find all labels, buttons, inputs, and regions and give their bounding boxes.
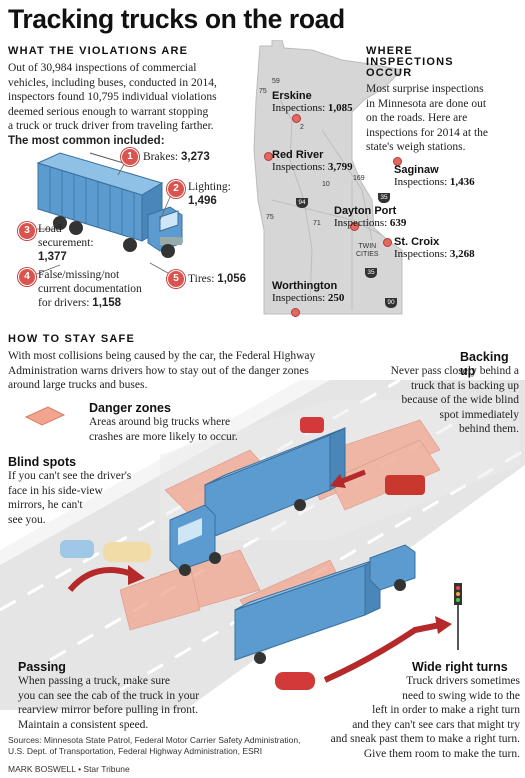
badge-1: 1 xyxy=(121,148,139,166)
badge-3: 3 xyxy=(18,222,36,240)
hwy-75-south: 75 xyxy=(266,214,274,221)
station-red-river-name: Red River xyxy=(272,149,324,161)
violations-heading: WHAT THE VIOLATIONS ARE xyxy=(8,45,189,57)
hwy-35-shield-south: 35 xyxy=(365,268,377,278)
hwy-2: 2 xyxy=(300,124,304,131)
sources: Sources: Minnesota State Patrol, Federal… xyxy=(8,735,301,756)
station-worthington-name: Worthington xyxy=(272,280,338,292)
truck-illustration xyxy=(36,152,183,258)
station-marker-red-river xyxy=(264,152,273,161)
safety-intro: With most collisions being caused by the… xyxy=(8,350,316,391)
passing-title: Passing xyxy=(18,660,66,674)
violation-lighting: Lighting:1,496 xyxy=(188,181,231,207)
hwy-94-shield: 94 xyxy=(296,198,308,208)
hwy-71: 71 xyxy=(313,220,321,227)
blind-spots-title: Blind spots xyxy=(8,455,77,469)
station-saginaw-name: Saginaw xyxy=(394,164,439,176)
station-marker-worthington xyxy=(291,308,300,317)
wide-turns-title: Wide right turns xyxy=(412,660,508,674)
hwy-90-shield: 90 xyxy=(385,298,397,308)
page-title: Tracking trucks on the road xyxy=(8,4,345,34)
violations-intro: Out of 30,984 inspections of commercial … xyxy=(8,62,217,132)
hwy-35-shield: 35 xyxy=(378,193,390,203)
safety-heading: HOW TO STAY SAFE xyxy=(8,333,135,345)
hwy-169: 169 xyxy=(353,175,365,182)
hwy-59: 59 xyxy=(272,78,280,85)
minnesota-map xyxy=(253,40,404,315)
badge-5: 5 xyxy=(167,270,185,288)
road-scene xyxy=(0,380,525,710)
hwy-75: 75 xyxy=(259,88,267,95)
station-marker-saginaw xyxy=(393,157,402,166)
station-red-river-value: Inspections: 3,799 xyxy=(272,161,353,173)
station-marker-dayton-port xyxy=(350,222,359,231)
station-worthington-value: Inspections: 250 xyxy=(272,292,345,304)
violation-brakes: Brakes: 3,273 xyxy=(143,151,210,163)
station-st-croix-name: St. Croix xyxy=(394,236,440,248)
badge-2: 2 xyxy=(167,180,185,198)
credit: MARK BOSWELL • Star Tribune xyxy=(8,764,130,774)
station-marker-st-croix xyxy=(383,238,392,247)
badge-4: 4 xyxy=(18,268,36,286)
station-erskine-name: Erskine xyxy=(272,90,312,102)
violation-tires: Tires: 1,056 xyxy=(188,273,247,285)
station-st-croix-value: Inspections: 3,268 xyxy=(394,248,475,260)
hwy-10: 10 xyxy=(322,181,330,188)
station-marker-erskine xyxy=(292,114,301,123)
backing-up-title: Backing up xyxy=(460,350,509,378)
violations-subhead: The most common included: xyxy=(8,135,165,147)
station-dayton-port-name: Dayton Port xyxy=(334,205,397,217)
station-dayton-port-value: Inspections: 639 xyxy=(334,217,407,229)
station-erskine-value: Inspections: 1,085 xyxy=(272,102,353,114)
danger-zone-swatch xyxy=(24,406,66,426)
station-saginaw-value: Inspections: 1,436 xyxy=(394,176,475,188)
danger-zones-title: Danger zones xyxy=(89,401,171,415)
